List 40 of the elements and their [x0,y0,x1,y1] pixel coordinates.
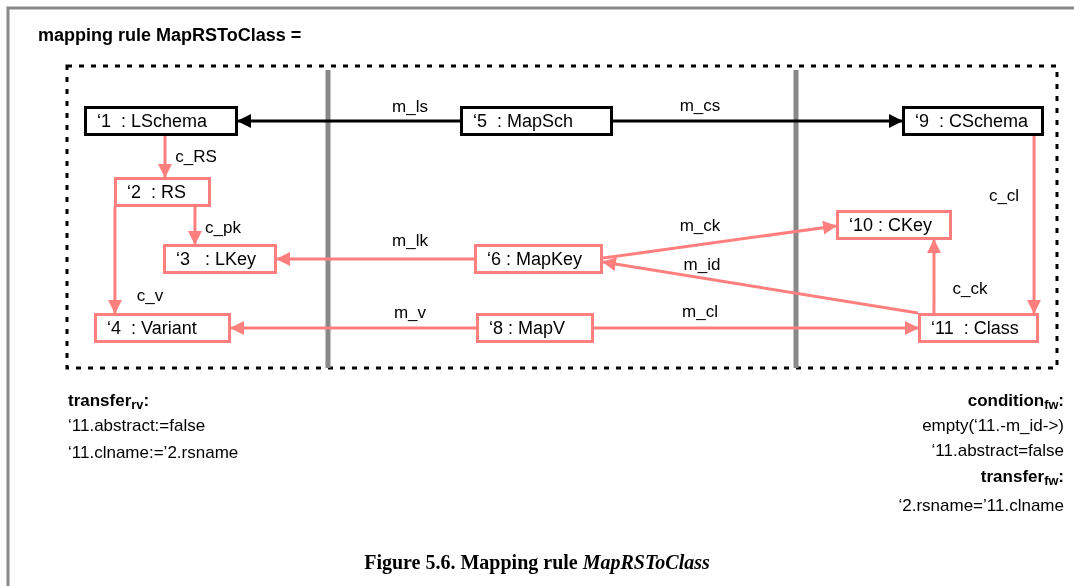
object-box: ‘1 : LSchema [84,106,238,136]
rule-expression: ‘11.abstract=false [931,440,1064,462]
arrow [602,220,837,260]
object-box: ‘4 : Variant [94,313,231,343]
edge-label: m_ck [677,216,723,234]
edge-label: c_pk [203,218,243,236]
arrow [613,114,903,128]
arrow [602,257,919,315]
edge-label: m_cl [680,302,720,320]
arrow [276,252,474,266]
arrow [187,207,202,245]
object-box: ‘2 : RS [114,177,211,207]
figure-caption: Figure 5.6. Mapping rule MapRSToClass [364,550,710,576]
rule-expression: ‘11.abstract:=false [68,415,206,437]
arrow [594,321,919,335]
object-box: ‘9 : CSchema [902,106,1044,136]
object-box: ‘6 : MapKey [474,244,603,274]
section-heading: condition$_{fw}$: [967,390,1064,412]
object-box: ‘5 : MapSch [460,106,613,136]
edge-label: c_ck [950,279,990,297]
arrow [237,114,460,128]
object-box: ‘11 : Class [918,313,1039,343]
arrow [927,239,941,313]
edge-label: m_id [681,255,723,273]
rule-expression: ‘2.rsname=’11.clname [898,495,1064,517]
object-box: ‘3 : LKey [163,244,277,274]
edge-label: m_lk [390,231,430,249]
object-box: ‘8 : MapV [476,313,594,343]
object-box: ‘10 : CKey [836,210,952,240]
edge-label: c_RS [173,147,219,165]
arrow [107,207,122,314]
title: mapping rule MapRSToClass = [38,24,302,47]
rule-expression: ‘11.clname:=’2.rsname [68,442,239,464]
arrow [158,136,172,178]
section-heading: transfer$_{fw}$: [980,466,1064,488]
arrow [230,321,476,335]
rule-expression: empty(‘11.-m_id->) [922,415,1064,437]
arrow [1027,136,1042,314]
section-heading: transfer$_{rv}$: [68,390,150,412]
edge-label: m_ls [390,97,430,115]
